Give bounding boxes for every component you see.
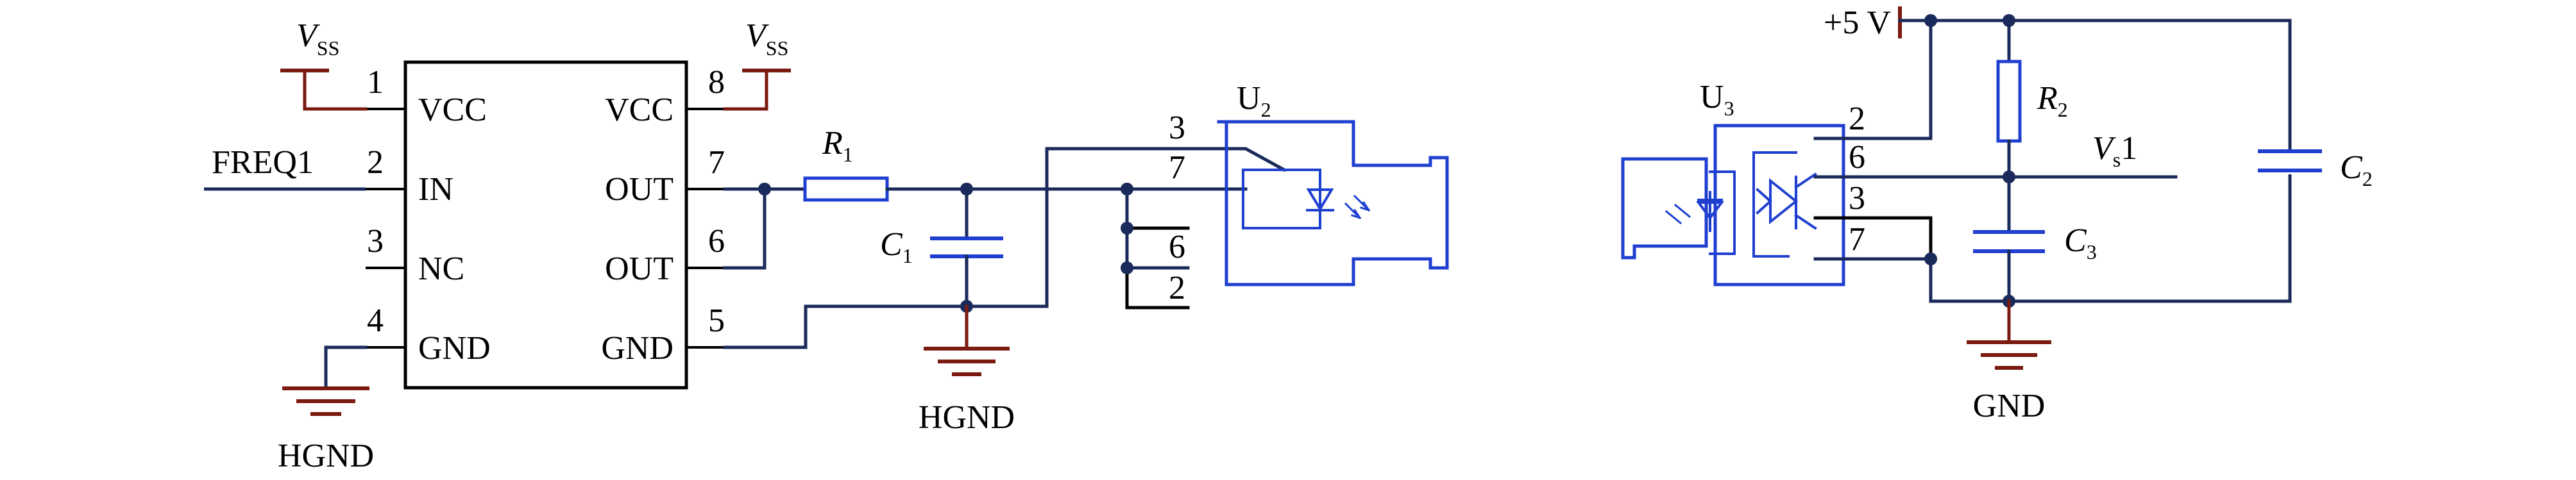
gnd-symbol: GND xyxy=(1967,299,2051,424)
u2-pin-6: 6 xyxy=(1169,229,1185,265)
hgnd-label-middle: HGND xyxy=(919,399,1015,436)
u3-pin-7: 7 xyxy=(1849,221,1865,258)
pin-number-3: 3 xyxy=(367,223,384,260)
driver-ic: 1 2 3 4 8 7 6 5 VCC IN NC GND VCC OUT OU… xyxy=(366,60,725,390)
vs1-label: Vs1 xyxy=(2092,130,2137,171)
pin-label-in: IN xyxy=(418,171,453,208)
c3-label: C3 xyxy=(2064,222,2097,263)
hgnd-symbol-left: HGND xyxy=(278,345,374,474)
junction-u2-c xyxy=(1121,261,1133,274)
plus5v-supply: +5 V xyxy=(1824,4,2292,303)
u2-label: U2 xyxy=(1237,80,1271,121)
gnd-pin5-wire xyxy=(723,147,1190,349)
resistor-r2 xyxy=(1996,60,2022,143)
u3-pin-6: 6 xyxy=(1849,139,1865,176)
pin-number-8: 8 xyxy=(708,64,725,101)
freq1-label: FREQ1 xyxy=(212,144,314,181)
c2-label: C2 xyxy=(2340,149,2373,190)
pin-number-6: 6 xyxy=(708,223,725,260)
vss-left-label: VSS xyxy=(296,17,339,60)
u3-label: U3 xyxy=(1700,79,1734,120)
pin-number-5: 5 xyxy=(708,302,725,339)
junction-u3-pin7 xyxy=(1924,252,1937,265)
pin-number-1: 1 xyxy=(367,64,384,101)
capacitor-c2 xyxy=(2258,149,2322,174)
pin-label-gnd-right: GND xyxy=(601,330,674,367)
u3-pin2-wire xyxy=(1813,19,1933,140)
optocoupler-u2 xyxy=(1186,120,1449,286)
junction-r2-output xyxy=(2003,170,2015,183)
vss-supply-left: VSS xyxy=(280,17,368,111)
u2-pin2-wire xyxy=(1125,266,1190,310)
junction-u2-a xyxy=(1121,183,1133,195)
u3-pin7-wire xyxy=(1813,257,2292,303)
hgnd-symbol-middle: HGND xyxy=(919,304,1015,436)
r1-label: R1 xyxy=(822,125,853,166)
c1-label: C1 xyxy=(880,226,913,267)
gnd-label: GND xyxy=(1973,388,2046,424)
resistor-r1 xyxy=(803,176,889,202)
pin-label-out-2: OUT xyxy=(605,251,674,287)
plus5v-label: +5 V xyxy=(1824,4,1891,41)
pin-label-vcc-right: VCC xyxy=(605,92,674,128)
pin-number-4: 4 xyxy=(367,302,384,339)
junction-u2-b xyxy=(1121,222,1133,235)
ic-body xyxy=(403,60,688,390)
hgnd-label-left: HGND xyxy=(278,438,374,474)
pin-label-vcc-left: VCC xyxy=(418,92,487,128)
capacitor-c3 xyxy=(1973,230,2045,303)
u2-pin-7: 7 xyxy=(1169,149,1185,186)
capacitor-c1 xyxy=(930,187,1003,308)
vss-supply-right: VSS xyxy=(723,17,791,111)
optocoupler-u3 xyxy=(1621,124,1845,286)
u3-pin3-wire xyxy=(1813,216,1933,261)
pin-label-gnd-left: GND xyxy=(418,330,491,367)
u2-pin-3: 3 xyxy=(1169,110,1185,146)
u3-pin-2: 2 xyxy=(1849,101,1865,137)
r2-label: R2 xyxy=(2037,80,2068,121)
pin-label-out-1: OUT xyxy=(605,171,674,208)
pin-number-7: 7 xyxy=(708,144,725,181)
out-6-wire xyxy=(723,187,767,270)
vss-right-label: VSS xyxy=(745,17,788,60)
pin-number-2: 2 xyxy=(367,144,384,181)
junction-out xyxy=(758,183,771,195)
u3-pin-3: 3 xyxy=(1849,180,1865,217)
junction-5v-a xyxy=(1924,14,1937,27)
pin-label-nc: NC xyxy=(418,251,464,287)
u2-pin-2: 2 xyxy=(1169,270,1185,306)
